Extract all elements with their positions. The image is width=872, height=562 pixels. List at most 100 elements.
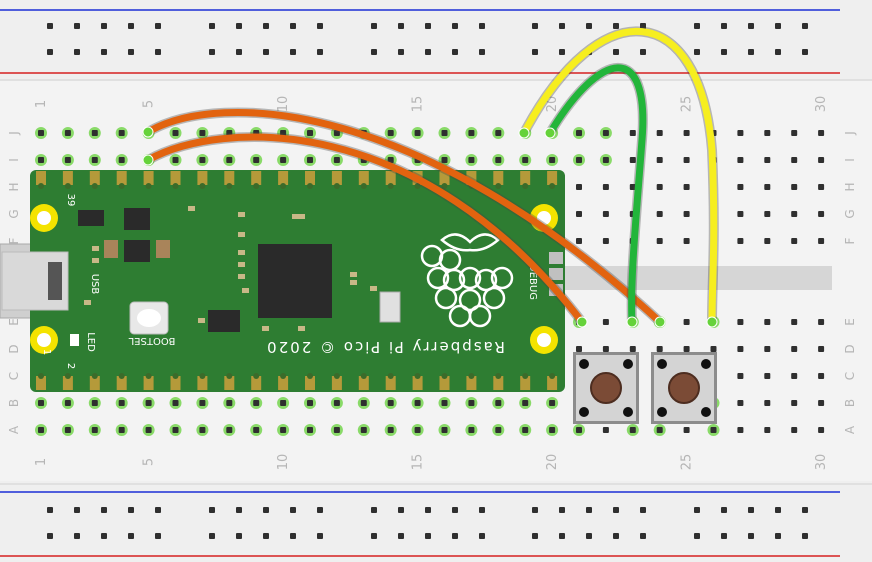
column-number: 10 <box>276 454 291 471</box>
rail-hole <box>559 49 565 55</box>
breadboard-hole <box>764 130 771 136</box>
breadboard-hole <box>737 211 744 217</box>
push-button-1 <box>573 352 639 424</box>
pin-hole <box>495 373 502 379</box>
breadboard-hole <box>64 427 71 433</box>
rail-hole <box>263 507 269 513</box>
rail-hole <box>74 533 80 539</box>
smd-component <box>84 300 91 305</box>
pin-pad <box>358 171 369 185</box>
breadboard-hole <box>172 400 179 406</box>
breadboard-hole <box>64 130 71 136</box>
column-number: 30 <box>814 454 829 471</box>
rail-hole <box>748 23 754 29</box>
row-letter: A <box>7 425 21 434</box>
pin-pad <box>466 376 477 390</box>
breadboard-hole <box>64 400 71 406</box>
pin-hole <box>226 183 233 189</box>
breadboard-hole <box>38 157 44 163</box>
pin-pad <box>224 376 235 390</box>
inductor <box>124 208 150 230</box>
pin-hole <box>549 183 556 189</box>
pin-pad <box>170 376 181 390</box>
crystal <box>379 291 401 323</box>
breadboard-hole <box>360 427 367 433</box>
button-leg <box>701 359 711 369</box>
breadboard-hole <box>576 130 582 136</box>
smd-component <box>292 214 299 219</box>
pin-pad <box>224 171 235 185</box>
breadboard-hole <box>576 184 582 190</box>
breadboard-hole <box>683 238 690 244</box>
breadboard-hole <box>602 130 609 136</box>
pin-hole <box>441 373 448 379</box>
breadboard-hole <box>602 427 609 433</box>
breadboard-hole <box>280 427 287 433</box>
rail-hole <box>640 507 646 513</box>
rail-hole <box>236 533 242 539</box>
pin-hole <box>280 183 287 189</box>
rail-hole <box>721 507 727 513</box>
rail-hole <box>317 49 323 55</box>
breadboard-hole <box>791 319 798 325</box>
smd-component <box>350 272 357 277</box>
pin-hole <box>199 373 206 379</box>
row-letter: C <box>843 372 857 380</box>
column-number: 20 <box>545 454 560 471</box>
pin-pad <box>439 376 450 390</box>
breadboard-hole <box>602 157 609 163</box>
row-letter: J <box>7 131 21 136</box>
rail-hole <box>532 23 538 29</box>
breadboard-hole <box>226 427 233 433</box>
rail-hole <box>209 49 215 55</box>
capacitor <box>104 240 118 258</box>
rail-hole <box>694 23 700 29</box>
rail-hole <box>452 507 458 513</box>
breadboard-hole <box>818 346 825 352</box>
breadboard-hole <box>226 400 233 406</box>
row-letter: F <box>843 237 857 244</box>
breadboard-hole <box>737 427 744 433</box>
logo-berry <box>442 268 466 292</box>
column-number: 1 <box>34 100 49 108</box>
wire-end <box>142 126 154 138</box>
rail-hole <box>586 507 592 513</box>
smd-component <box>242 288 249 293</box>
breadboard-hole <box>468 400 475 406</box>
pin-hole <box>522 183 529 189</box>
rail-hole <box>613 49 619 55</box>
row-letter: C <box>7 372 21 380</box>
rail-hole <box>398 49 404 55</box>
rail-hole <box>47 49 53 55</box>
regulator-chip <box>78 210 104 226</box>
breadboard-hole <box>307 400 313 406</box>
pin-hole <box>495 183 502 189</box>
logo-berry <box>458 288 482 312</box>
pin-pad <box>62 376 73 390</box>
breadboard-hole <box>172 157 179 163</box>
mounting-hole <box>537 333 551 347</box>
pin-pad <box>143 171 154 185</box>
pin-pad <box>116 171 127 185</box>
breadboard-hole <box>549 427 556 433</box>
jumper-wires <box>142 26 719 328</box>
rail-hole <box>640 23 646 29</box>
breadboard-hole <box>791 157 798 163</box>
breadboard-hole <box>737 157 744 163</box>
smd-component <box>92 246 99 251</box>
debug-pad <box>549 268 563 280</box>
rail-hole <box>775 49 781 55</box>
breadboard-hole <box>253 427 260 433</box>
rail-hole <box>101 507 107 513</box>
breadboard-hole <box>818 130 825 136</box>
button-cap <box>668 372 700 404</box>
breadboard-hole <box>791 211 798 217</box>
smd-component <box>198 318 205 323</box>
pin-hole <box>253 373 260 379</box>
rail-hole <box>371 49 377 55</box>
rail-hole <box>640 533 646 539</box>
pin-pad <box>62 171 73 185</box>
pin-hole <box>172 373 179 379</box>
rail-hole <box>721 533 727 539</box>
